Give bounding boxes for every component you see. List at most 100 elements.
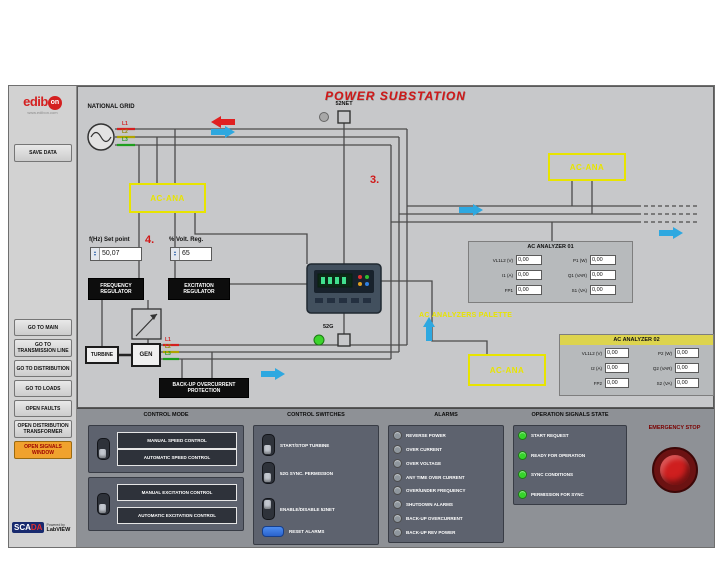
- field-label: FP1: [504, 287, 513, 293]
- alarm-row: OVER VOLTAGE: [393, 458, 499, 468]
- signal-row: PERMISSION FOR SYNC: [518, 489, 622, 499]
- reset-alarms-button[interactable]: [262, 526, 284, 537]
- bus-flow-arrow-icon: [459, 204, 483, 216]
- excitation-control-box: MANUAL EXCITATION CONTROL AUTOMATIC EXCI…: [88, 477, 244, 531]
- ac-ana-bottom-box: AC-ANA: [468, 354, 546, 386]
- ac-analyzers-palette-label: AC ANALYZERS PALETTE: [419, 312, 513, 319]
- speed-control-box: MANUAL SPEED CONTROL AUTOMATIC SPEED CON…: [88, 425, 244, 473]
- enable-disable-52net-toggle[interactable]: [262, 498, 275, 520]
- automatic-excitation-control-button[interactable]: AUTOMATIC EXCITATION CONTROL: [117, 507, 237, 524]
- page-title: POWER SUBSTATION: [325, 89, 466, 103]
- dashed-continuation-wires: [637, 205, 698, 223]
- nav-go-to-transmission-line[interactable]: GO TO TRANSMISSION LINE: [14, 339, 72, 357]
- manual-excitation-control-button[interactable]: MANUAL EXCITATION CONTROL: [117, 484, 237, 501]
- sync-controller-device: [306, 263, 382, 314]
- signal-row: READY FOR OPERATION: [518, 450, 622, 460]
- freq-setpoint-spinner[interactable]: ▲▼: [91, 248, 100, 260]
- step-3-label: 3.: [370, 174, 380, 186]
- 52g-sync-permission-toggle[interactable]: [262, 462, 275, 484]
- wiring-diagram: [87, 110, 698, 380]
- field-value: 0,00: [675, 378, 699, 388]
- grid-phase-l2-label: L2: [122, 129, 128, 135]
- emergency-stop-section: EMERGENCY STOP: [636, 409, 713, 547]
- breaker-52g-status-led: [313, 334, 325, 346]
- breaker-52net-label: 52NET: [335, 101, 353, 107]
- volt-reg-spinner[interactable]: ▲▼: [171, 248, 180, 260]
- gen-phase-l2-label: L2: [165, 344, 171, 350]
- field-value: 0,00: [605, 348, 629, 358]
- automatic-speed-control-button[interactable]: AUTOMATIC SPEED CONTROL: [117, 449, 237, 466]
- alarm-led-icon: [393, 486, 402, 496]
- backup-flow-arrow-icon: [261, 368, 285, 380]
- field-value: 0,00: [516, 270, 542, 280]
- emergency-stop-cap: [659, 455, 690, 485]
- field-label: P2 (W): [658, 350, 672, 356]
- edibon-website: www.edibon.com: [27, 110, 58, 115]
- excitation-control-toggle[interactable]: [97, 493, 110, 515]
- alarms-box: REVERSE POWER OVER CURRENT OVER VOLTAGE …: [388, 425, 504, 543]
- power-flow-blue-right-arrow-icon: [211, 126, 235, 138]
- ac-analyzer-1-panel: AC ANALYZER 01 VL1L2 (V) 0,00 P1 (W) 0,0…: [468, 241, 633, 303]
- control-panel: CONTROL MODE MANUAL SPEED CONTROL AUTOMA…: [77, 408, 714, 547]
- line-continuation-arrow-icon: [659, 227, 683, 239]
- signal-row: START REQUEST: [518, 431, 622, 440]
- ac-analyzer-2-panel: AC ANALYZER 02 VL1L2 (V) 0,00 P2 (W) 0,0…: [559, 334, 714, 396]
- signal-row: SYNC CONDITIONS: [518, 470, 622, 480]
- reset-alarms-label: RESET ALARMS: [289, 529, 325, 534]
- diagram-panel: POWER SUBSTATION NATIONAL GRID L1 L2 L3 …: [77, 86, 714, 408]
- alarm-led-icon: [393, 444, 402, 454]
- field-value: 0,00: [605, 378, 629, 388]
- alarm-row: OVER CURRENT: [393, 444, 499, 454]
- alarm-led-icon: [393, 431, 402, 440]
- nav-open-signals-window[interactable]: OPEN SIGNALS WINDOW: [14, 441, 72, 459]
- phase-color-segments: [117, 127, 179, 361]
- ac-ana-left-box: AC-ANA: [129, 183, 206, 213]
- alarm-led-icon: [393, 514, 402, 524]
- ac-analyzer-2-fields: VL1L2 (V) 0,00 P2 (W) 0,00 I2 (A) 0,00 Q…: [560, 345, 713, 391]
- start-stop-turbine-toggle[interactable]: [262, 434, 275, 456]
- scada-logo: SCADA Powered by LabVIEW: [12, 522, 75, 533]
- save-data-button[interactable]: SAVE DATA: [14, 144, 72, 162]
- field-label: I1 (A): [501, 272, 513, 278]
- field-label: S2 (VA): [656, 380, 672, 386]
- field-label: Q2 (VAR): [652, 365, 672, 371]
- exciter-symbol: [131, 308, 162, 340]
- palette-up-arrow-icon: [423, 317, 435, 341]
- signal-led-icon: [518, 470, 527, 480]
- operation-signals-box: START REQUEST READY FOR OPERATION SYNC C…: [513, 425, 627, 505]
- alarms-title: ALARMS: [434, 412, 458, 418]
- speed-control-toggle[interactable]: [97, 438, 110, 460]
- bus-wires: [101, 123, 637, 378]
- alarm-row: BACK-UP REV POWER: [393, 527, 499, 537]
- gen-phase-l1-label: L1: [165, 337, 171, 343]
- step-4-label: 4.: [145, 234, 155, 246]
- field-label: P1 (W): [573, 257, 587, 263]
- operation-signals-section: OPERATION SIGNALS STATE START REQUEST RE…: [511, 409, 629, 547]
- volt-reg-control[interactable]: ▲▼ 65: [170, 247, 212, 261]
- nav-go-to-loads[interactable]: GO TO LOADS: [14, 380, 72, 397]
- nav-go-to-main[interactable]: GO TO MAIN: [14, 319, 72, 336]
- freq-setpoint-control[interactable]: ▲▼ 50,07: [90, 247, 142, 261]
- turbine-box: TURBINE: [85, 346, 119, 364]
- nav-open-distribution-transformer[interactable]: OPEN DISTRIBUTION TRANSFORMER: [14, 420, 72, 438]
- nav-open-faults[interactable]: OPEN FAULTS: [14, 400, 72, 417]
- breaker-52net-symbol[interactable]: [337, 110, 351, 124]
- emergency-stop-button[interactable]: [651, 447, 698, 493]
- control-mode-title: CONTROL MODE: [143, 412, 189, 418]
- breaker-52net-status-led: [319, 112, 329, 122]
- field-label: S1 (VA): [571, 287, 587, 293]
- ac-analyzer-2-title: AC ANALYZER 02: [560, 335, 713, 345]
- breaker-52g-symbol[interactable]: [337, 333, 351, 347]
- manual-speed-control-button[interactable]: MANUAL SPEED CONTROL: [117, 432, 237, 449]
- volt-reg-label: % Volt. Reg.: [169, 237, 204, 243]
- emergency-stop-label: EMERGENCY STOP: [648, 425, 701, 431]
- grid-phase-l3-label: L3: [122, 137, 128, 143]
- labview-logo: Powered by LabVIEW: [46, 522, 71, 533]
- alarm-led-icon: [393, 472, 402, 482]
- control-switches-section: CONTROL SWITCHES START/STOP TURBINE 52G …: [251, 409, 381, 547]
- nav-go-to-distribution[interactable]: GO TO DISTRIBUTION: [14, 360, 72, 377]
- power-flow-red-left-arrow-icon: [211, 116, 235, 128]
